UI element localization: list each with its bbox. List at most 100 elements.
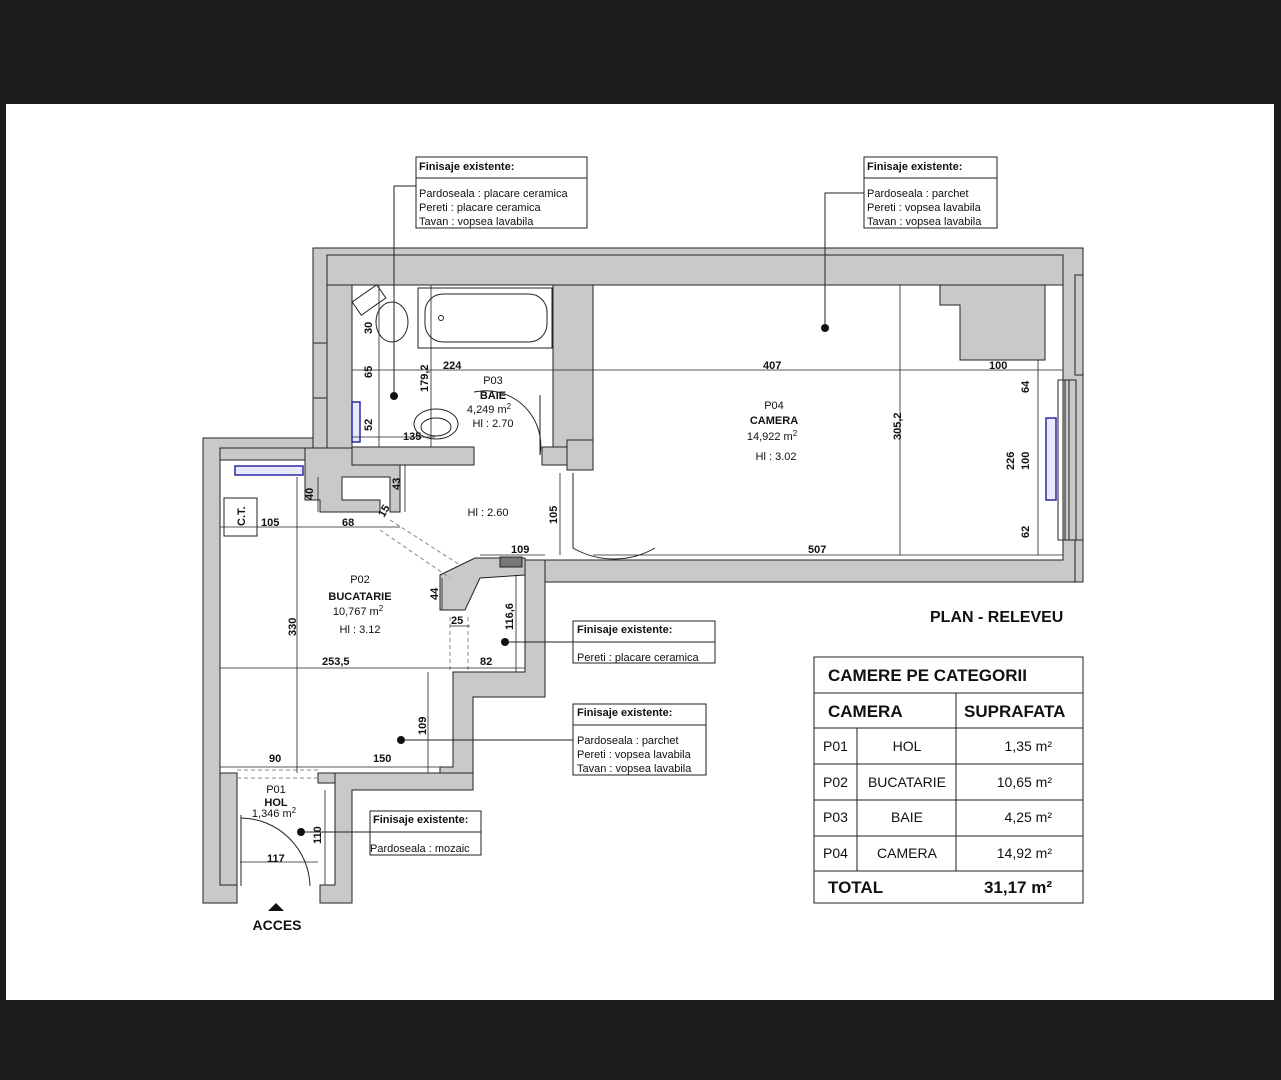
radiator-icon bbox=[351, 401, 361, 443]
table-cell-code: P02 bbox=[823, 774, 848, 790]
room-name-p01: HOL bbox=[264, 797, 288, 809]
room-code-p04: P04 bbox=[764, 400, 784, 412]
room-height-p03: Hl : 2.70 bbox=[473, 418, 514, 430]
dim-label: 150 bbox=[373, 753, 391, 765]
bath-door-icon bbox=[473, 390, 542, 456]
sink-icon bbox=[413, 408, 459, 440]
dimension-lines bbox=[220, 285, 1063, 885]
dim-label: 109 bbox=[511, 544, 529, 556]
dim-label: 135 bbox=[403, 431, 421, 443]
note-line: Pardoseala : parchet bbox=[867, 188, 969, 200]
note-line: Tavan : vopsea lavabila bbox=[577, 763, 692, 775]
dim-label: 82 bbox=[480, 656, 492, 668]
room-area-p04: 14,922 m2 bbox=[747, 429, 798, 443]
dim-label: 226 bbox=[1005, 452, 1017, 470]
kitchen-radiator-icon bbox=[234, 465, 304, 476]
table-cell-name: HOL bbox=[893, 738, 922, 754]
table-cell-code: P04 bbox=[823, 845, 848, 861]
room-height-p04: Hl : 3.02 bbox=[756, 451, 797, 463]
dim-label: 109 bbox=[417, 717, 429, 735]
table-cell-name: BUCATARIE bbox=[868, 774, 946, 790]
note-line: Tavan : vopsea lavabila bbox=[867, 216, 982, 228]
dim-label: 105 bbox=[548, 506, 560, 524]
note-line: Tavan : vopsea lavabila bbox=[419, 216, 534, 228]
bathtub-icon bbox=[417, 287, 553, 349]
room-area-p03: 4,249 m2 bbox=[467, 402, 512, 416]
room-area-p01: 1,346 m2 bbox=[252, 806, 297, 820]
access-label: ACCES bbox=[252, 917, 301, 933]
room-name-p02: BUCATARIE bbox=[328, 591, 391, 603]
dim-label: 116,6 bbox=[504, 603, 516, 630]
note-title: Finisaje existente: bbox=[373, 814, 468, 826]
dim-label: 507 bbox=[808, 544, 826, 556]
note-box-room bbox=[863, 156, 998, 229]
note-line: Pereti : placare ceramica bbox=[577, 652, 700, 664]
dim-label: 110 bbox=[312, 826, 324, 844]
dim-label: 179,2 bbox=[419, 364, 431, 392]
toilet-icon bbox=[351, 284, 409, 343]
area-table: CAMERE PE CATEGORII CAMERA SUPRAFATA P01… bbox=[813, 656, 1084, 904]
dim-label: 25 bbox=[451, 615, 463, 627]
dim-label: 65 bbox=[363, 366, 375, 378]
boiler-box bbox=[223, 497, 258, 537]
finish-notes: Finisaje existente: Pardoseala : placare… bbox=[297, 156, 998, 856]
table-total-label: TOTAL bbox=[828, 878, 883, 897]
room-code-p03: P03 bbox=[483, 375, 503, 387]
dim-label: 30 bbox=[363, 322, 375, 334]
room-height-p02: Hl : 3.12 bbox=[340, 624, 381, 636]
room-name-p03: BAIE bbox=[480, 390, 506, 402]
hallway-height: Hl : 2.60 bbox=[468, 507, 509, 519]
window-icon bbox=[1057, 379, 1077, 541]
table-cell-code: P01 bbox=[823, 738, 848, 754]
table-cell-area: 4,25 m² bbox=[1005, 809, 1053, 825]
dim-label: 100 bbox=[989, 360, 1007, 372]
dim-label: 105 bbox=[261, 517, 279, 529]
room-name-p04: CAMERA bbox=[750, 415, 798, 427]
table-cell-name: CAMERA bbox=[877, 845, 938, 861]
note-box-hol bbox=[369, 810, 482, 856]
dim-label: 224 bbox=[443, 360, 462, 372]
room-code-p02: P02 bbox=[350, 574, 370, 586]
dim-label: 64 bbox=[1020, 380, 1032, 393]
bath-window-icon bbox=[312, 342, 328, 399]
dim-label: 407 bbox=[763, 360, 781, 372]
dim-label: 330 bbox=[287, 618, 299, 636]
note-box-bath bbox=[415, 156, 588, 229]
table-header-room: CAMERA bbox=[828, 702, 903, 721]
table-header-area: SUPRAFATA bbox=[964, 702, 1065, 721]
table-cell-code: P03 bbox=[823, 809, 848, 825]
dim-label: 305,2 bbox=[892, 412, 904, 440]
note-line: Pereti : placare ceramica bbox=[419, 202, 542, 214]
note-title: Finisaje existente: bbox=[867, 161, 962, 173]
table-title: CAMERE PE CATEGORII bbox=[828, 666, 1027, 685]
dim-label: 68 bbox=[342, 517, 354, 529]
room-radiator-icon bbox=[1045, 417, 1057, 501]
note-line: Pardoseala : mozaic bbox=[370, 843, 470, 855]
dim-label: 43 bbox=[391, 478, 403, 490]
dim-label: 44 bbox=[429, 587, 441, 600]
dim-label: 117 bbox=[267, 853, 285, 865]
table-cell-area: 10,65 m² bbox=[997, 774, 1053, 790]
boiler-label: C.T. bbox=[236, 506, 248, 526]
plan-title: PLAN - RELEVEU bbox=[930, 609, 1063, 626]
table-total-value: 31,17 m² bbox=[984, 878, 1052, 897]
dim-label: 90 bbox=[269, 753, 281, 765]
note-line: Pardoseala : parchet bbox=[577, 735, 679, 747]
note-line: Pereti : vopsea lavabila bbox=[867, 202, 982, 214]
note-line: Pardoseala : placare ceramica bbox=[419, 188, 568, 200]
fixtures bbox=[223, 284, 1077, 568]
dim-label: 40 bbox=[304, 488, 316, 500]
note-box-kitchen bbox=[572, 703, 707, 776]
dim-label: 100 bbox=[1020, 452, 1032, 470]
room-door-icon bbox=[572, 473, 656, 560]
entry-door-icon bbox=[240, 817, 311, 887]
note-title: Finisaje existente: bbox=[577, 624, 672, 636]
room-area-p02: 10,767 m2 bbox=[333, 604, 384, 618]
note-title: Finisaje existente: bbox=[419, 161, 514, 173]
table-cell-area: 1,35 m² bbox=[1005, 738, 1053, 754]
room-labels: P03 BAIE 4,249 m2 Hl : 2.70 P04 CAMERA 1… bbox=[236, 375, 798, 933]
note-line: Pereti : vopsea lavabila bbox=[577, 749, 692, 761]
room-code-p01: P01 bbox=[266, 784, 286, 796]
dim-label: 52 bbox=[363, 419, 375, 431]
